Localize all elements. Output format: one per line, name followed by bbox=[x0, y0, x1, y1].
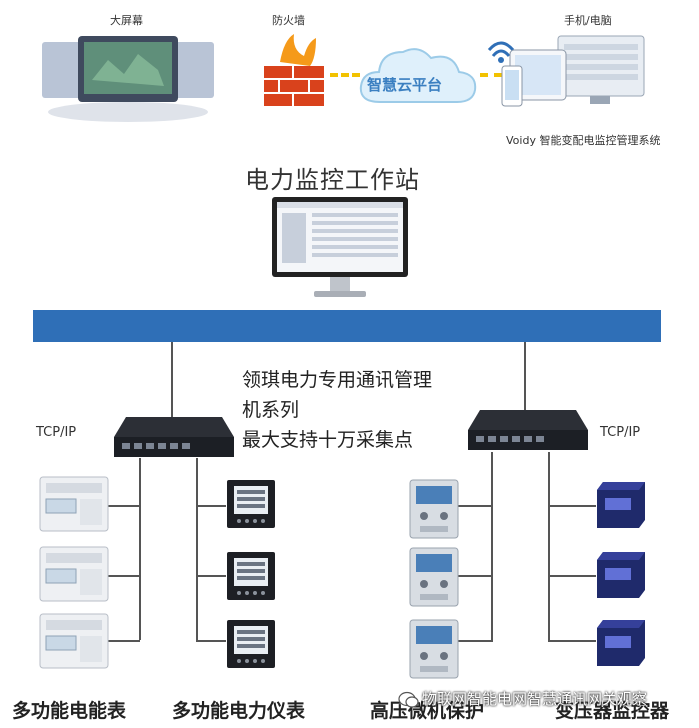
trunk-meter-a bbox=[139, 458, 141, 640]
protection-relay-3-icon bbox=[409, 619, 459, 679]
cloud-platform-label: 智慧云平台 bbox=[367, 76, 443, 94]
workstation-title: 电力监控工作站 bbox=[245, 166, 420, 194]
branch-meter-a-2 bbox=[108, 575, 140, 577]
bus-right-link bbox=[524, 342, 526, 412]
firewall-cloud-link bbox=[330, 73, 360, 77]
mobile-pc-label: 手机/电脑 bbox=[564, 14, 612, 27]
cloud-mobile-link bbox=[480, 73, 502, 77]
network-bus bbox=[33, 310, 661, 342]
overlay-caption: 领琪电力专用通讯管理 机系列 最大支持十万采集点 bbox=[242, 365, 432, 455]
overlay-line-1: 领琪电力专用通讯管理 bbox=[242, 369, 433, 391]
mobile-pc-icon bbox=[501, 35, 645, 107]
wifi-icon bbox=[487, 41, 515, 63]
label-protection: 高压微机保护 bbox=[370, 700, 485, 722]
cloud-icon bbox=[359, 48, 477, 103]
branch-meter-b-2 bbox=[196, 575, 226, 577]
branch-meter-a-3 bbox=[108, 640, 140, 642]
watermark-text: 物联网智能电网智慧通讯网关观察 bbox=[422, 690, 648, 708]
bus-left-link bbox=[171, 342, 173, 420]
transformer-monitor-3-icon bbox=[597, 620, 645, 666]
overlay-line-3: 最大支持十万采集点 bbox=[242, 429, 414, 451]
energy-meter-1-icon bbox=[39, 476, 109, 532]
transformer-monitor-2-icon bbox=[597, 552, 645, 598]
power-meter-2-icon bbox=[227, 552, 275, 600]
firewall-label: 防火墙 bbox=[272, 14, 305, 27]
branch-transformer-2 bbox=[548, 575, 596, 577]
branch-meter-a-1 bbox=[108, 505, 140, 507]
wechat-icon bbox=[398, 691, 419, 708]
branch-meter-b-3 bbox=[196, 640, 226, 642]
tcp-ip-right-label: TCP/IP bbox=[600, 425, 641, 440]
protection-relay-1-icon bbox=[409, 479, 459, 539]
energy-meter-2-icon bbox=[39, 546, 109, 602]
trunk-transformer bbox=[548, 452, 550, 640]
power-meter-1-icon bbox=[227, 480, 275, 528]
trunk-meter-b bbox=[196, 458, 198, 640]
firewall-icon bbox=[264, 34, 324, 106]
big-screen-label: 大屏幕 bbox=[110, 14, 143, 27]
switch-left-icon bbox=[114, 417, 234, 457]
protection-relay-2-icon bbox=[409, 547, 459, 607]
tcp-ip-left-label: TCP/IP bbox=[36, 425, 77, 440]
branch-protection-2 bbox=[458, 575, 493, 577]
label-power-meter: 多功能电力仪表 bbox=[172, 700, 306, 722]
trunk-protection bbox=[491, 452, 493, 640]
workstation-monitor-icon bbox=[272, 197, 408, 297]
system-name-label: Voidy 智能变配电监控管理系统 bbox=[506, 134, 661, 147]
power-meter-3-icon bbox=[227, 620, 275, 668]
transformer-monitor-1-icon bbox=[597, 482, 645, 528]
branch-protection-1 bbox=[458, 505, 493, 507]
big-screen-icon bbox=[42, 36, 214, 122]
branch-protection-3 bbox=[458, 640, 493, 642]
branch-transformer-3 bbox=[548, 640, 596, 642]
overlay-line-2: 机系列 bbox=[242, 399, 300, 421]
energy-meter-3-icon bbox=[39, 613, 109, 669]
label-energy-meter: 多功能电能表 bbox=[12, 700, 127, 722]
branch-meter-b-1 bbox=[196, 505, 226, 507]
branch-transformer-1 bbox=[548, 505, 596, 507]
label-transformer-monitor: 变压器监控器 bbox=[555, 700, 670, 722]
switch-right-icon bbox=[468, 410, 588, 450]
